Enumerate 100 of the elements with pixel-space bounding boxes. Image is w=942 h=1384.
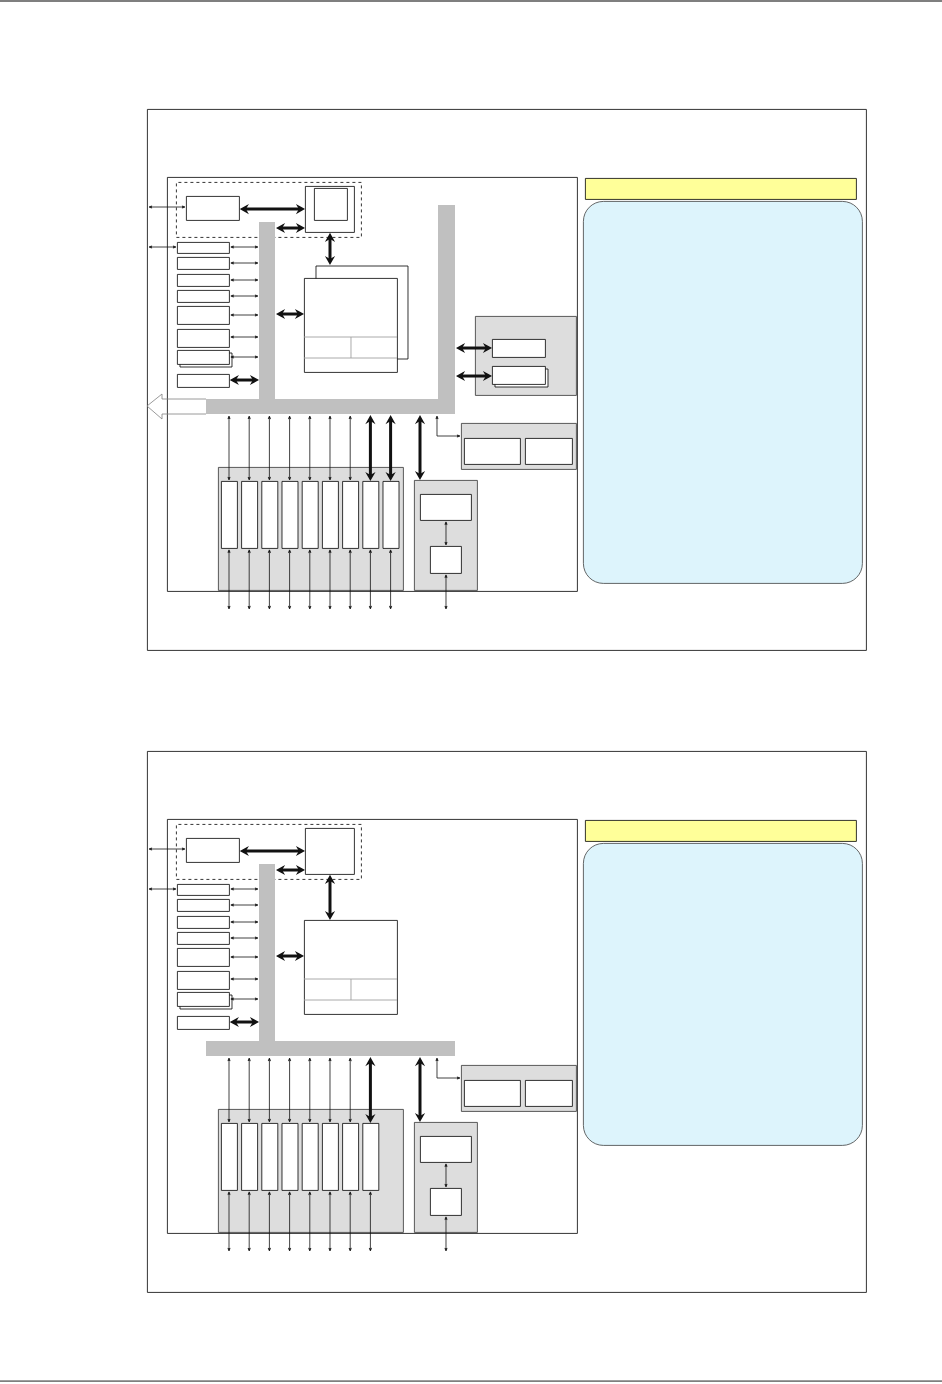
block-box: [177, 948, 230, 967]
block-box: [177, 932, 230, 945]
arrow: [389, 549, 393, 610]
header-bar: [585, 178, 857, 200]
block-box: [177, 899, 230, 912]
arrow: [385, 415, 396, 481]
bus-bar: [206, 864, 455, 1056]
arrow: [227, 1057, 231, 1123]
block-box: [382, 481, 400, 549]
block-box: [362, 481, 380, 549]
arrow: [348, 1057, 352, 1123]
stacked-block-box: [177, 992, 233, 1010]
arrow: [247, 415, 251, 481]
block-box: [177, 329, 230, 348]
block-box: [281, 481, 299, 549]
arrow: [444, 574, 448, 610]
arrow: [230, 903, 259, 907]
block-box: [492, 339, 546, 358]
arrow: [348, 415, 352, 481]
block-box: [420, 1136, 472, 1163]
block-box: [177, 257, 230, 270]
block-box: [430, 546, 462, 574]
arrow: [368, 1191, 372, 1252]
block-box: [464, 1080, 521, 1107]
arrow: [414, 415, 426, 480]
rounded-panel: [583, 843, 863, 1146]
block-box: [301, 481, 319, 549]
arrow: [288, 549, 292, 610]
block-box: [177, 306, 230, 325]
arrow: [230, 278, 259, 282]
arrow: [230, 294, 259, 298]
arrow: [230, 245, 259, 249]
block-box: [186, 838, 240, 863]
block-box: [342, 481, 359, 549]
arrow: [444, 521, 448, 546]
arrow: [328, 549, 332, 610]
arrow: [288, 415, 292, 481]
arrow: [267, 1191, 271, 1252]
block-box: [525, 438, 573, 465]
block-box: [305, 828, 355, 875]
arrow: [308, 1191, 312, 1252]
arrow: [444, 1163, 448, 1188]
arrow: [435, 1057, 461, 1080]
stacked-block-box: [177, 350, 233, 368]
arrow: [267, 1057, 271, 1123]
memory-block: [303, 265, 409, 373]
arrow: [348, 1191, 352, 1252]
block-box: [314, 188, 348, 221]
arrow: [276, 950, 304, 962]
stacked-block-box: [492, 366, 549, 388]
arrow: [435, 415, 461, 438]
block-box: [177, 884, 230, 896]
arrow: [230, 936, 259, 940]
arrow: [247, 1191, 251, 1252]
block-box: [261, 1123, 279, 1191]
arrow: [328, 1191, 332, 1252]
rounded-panel: [583, 201, 863, 584]
block-box: [322, 1123, 339, 1191]
block-box: [177, 242, 230, 254]
arrow: [276, 308, 304, 320]
arrow: [308, 1057, 312, 1123]
arrow: [288, 1057, 292, 1123]
block-box: [177, 971, 230, 990]
arrow: [368, 549, 372, 610]
arrow: [444, 1216, 448, 1252]
arrow: [230, 261, 259, 265]
block-box: [177, 290, 230, 303]
arrow: [276, 864, 305, 876]
block-box: [362, 1123, 380, 1191]
arrow: [148, 245, 177, 249]
block-box: [525, 1080, 573, 1107]
arrow: [148, 887, 177, 891]
block-box: [420, 494, 472, 521]
arrow: [230, 977, 259, 981]
arrow: [148, 847, 186, 851]
arrow: [288, 1191, 292, 1252]
dashed-group-box: [176, 182, 362, 238]
block-box: [241, 481, 258, 549]
arrow: [230, 355, 259, 359]
block-box: [177, 374, 230, 388]
block-box: [261, 481, 279, 549]
header-bar: [585, 820, 857, 842]
block-box: [430, 1188, 462, 1216]
arrow: [267, 415, 271, 481]
block-box: [177, 1016, 230, 1030]
arrow: [328, 1057, 332, 1123]
arrow: [247, 1057, 251, 1123]
arrow: [456, 342, 492, 354]
arrow: [230, 955, 259, 959]
block-box: [342, 1123, 359, 1191]
arrow: [308, 549, 312, 610]
arrow: [230, 997, 259, 1001]
arrow: [365, 1057, 376, 1123]
arrow: [227, 549, 231, 610]
block-box: [322, 481, 339, 549]
arrow: [247, 549, 251, 610]
arrow: [227, 1191, 231, 1252]
block-box: [177, 274, 230, 287]
arrow: [456, 370, 492, 382]
arrow: [230, 887, 259, 891]
